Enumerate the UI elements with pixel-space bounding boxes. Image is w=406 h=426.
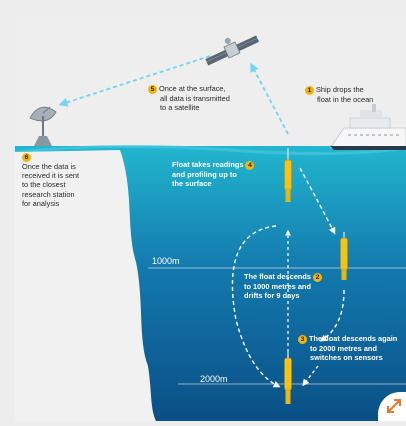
step-6-line-2: received it is sent xyxy=(22,170,80,180)
step-3-line-1: The float descends again xyxy=(309,334,398,343)
step-6-line-1: Once the data is xyxy=(22,161,76,171)
step-2-line-2: to 1000 metres and xyxy=(244,281,311,291)
arrow-float-to-satellite xyxy=(250,62,289,135)
step-6-line-5: for analysis xyxy=(22,199,60,209)
satellite-dish-icon xyxy=(29,106,57,146)
argo-float-icon xyxy=(340,232,348,280)
step-2-line-1: The float descends xyxy=(244,272,311,281)
step-5-badge: 5 xyxy=(148,84,157,94)
argo-float-icon xyxy=(284,148,292,202)
step-6-line-4: research station xyxy=(22,189,75,199)
arrow-descend-2000 xyxy=(319,289,345,342)
satellite-icon xyxy=(205,35,260,66)
expand-button[interactable] xyxy=(378,392,406,421)
step-6-badge: 6 xyxy=(22,152,31,162)
step-4-line-2: and profiling up to xyxy=(172,169,237,179)
step-6-label: 6 Once the data is received it is sent t… xyxy=(22,152,79,209)
ship-icon xyxy=(329,104,406,150)
step-3-line-2: to 2000 metres and xyxy=(310,343,377,353)
step-5-line-3: to a satellite xyxy=(160,102,200,112)
step-4-line-1: Float takes readings xyxy=(172,160,244,169)
arrow-cycle-left xyxy=(231,225,281,388)
expand-icon xyxy=(387,399,401,413)
step-1-line-1: Ship drops the xyxy=(316,85,364,94)
step-2-badge: 2 xyxy=(312,272,322,282)
step-1-badge: 1 xyxy=(305,85,314,95)
step-6-line-3: to the closest xyxy=(22,180,66,190)
step-4-line-3: the surface xyxy=(172,178,212,188)
step-4-badge: 4 xyxy=(245,160,255,170)
arrow-satellite-to-dish xyxy=(58,55,211,107)
arrow-to-bottom xyxy=(302,365,319,387)
land-cliff xyxy=(15,150,156,421)
step-3-line-3: switches on sensors xyxy=(310,352,383,362)
arrow-ship-drop xyxy=(299,167,336,235)
step-1-line-2: float in the ocean xyxy=(317,94,374,104)
step-3-badge: 3 xyxy=(298,334,307,344)
step-5-line-2: all data is transmitted xyxy=(160,93,230,103)
depth-label-2000m: 2000m xyxy=(200,374,228,384)
step-5-line-1: Once at the surface, xyxy=(159,84,226,93)
argo-float-icon xyxy=(284,352,292,404)
depth-label-1000m: 1000m xyxy=(152,256,180,266)
step-2-line-3: drifts for 9 days xyxy=(244,290,300,300)
